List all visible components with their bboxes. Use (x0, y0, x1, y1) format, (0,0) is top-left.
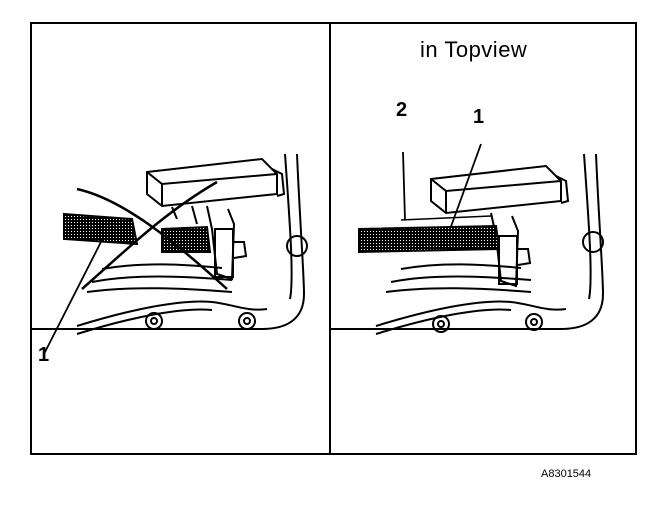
callout-1-left: 1 (38, 344, 50, 366)
view-note: in Topview (420, 37, 528, 62)
panel-divider (329, 22, 331, 455)
left-panel-illustration (32, 153, 308, 355)
figure-id: A8301544 (541, 468, 592, 480)
figure-frame (30, 22, 637, 455)
right-panel-illustration (331, 143, 605, 335)
callout-1-right: 1 (473, 106, 485, 128)
callout-2-right: 2 (396, 99, 408, 121)
